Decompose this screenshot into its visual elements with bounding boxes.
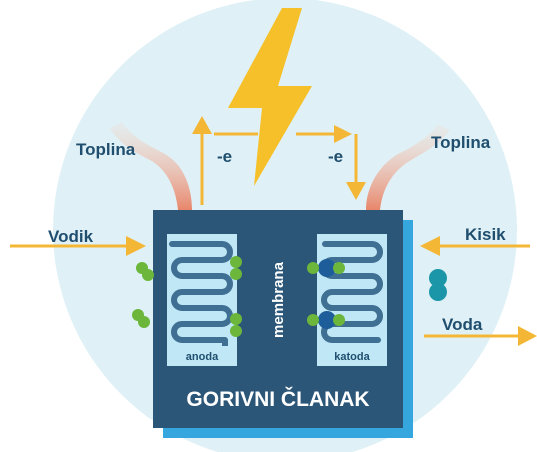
electron-label-left: -e xyxy=(217,147,232,166)
cathode-label: katoda xyxy=(334,351,370,363)
fuel-cell-title: GORIVNI ČLANAK xyxy=(186,387,369,411)
anode-electrode xyxy=(167,234,237,366)
heat-label-right: Toplina xyxy=(431,133,491,152)
electron-arrow-up-left xyxy=(192,116,212,205)
cathode-label-strip xyxy=(317,346,387,366)
hydrogen-arrow xyxy=(10,236,146,256)
anode-label-strip xyxy=(167,346,237,366)
hydrogen-label: Vodik xyxy=(48,227,94,246)
hydrogen-atoms xyxy=(132,256,242,337)
oxygen-atoms xyxy=(307,259,345,329)
anode-label: anoda xyxy=(186,351,219,363)
water-arrow xyxy=(424,326,537,346)
oxygen-arrow xyxy=(420,236,530,256)
oxygen-molecule-outside xyxy=(429,269,447,301)
heat-wisp-left xyxy=(110,122,192,210)
electron-arrow-right xyxy=(214,125,352,143)
electron-label-right: -e xyxy=(328,147,343,166)
water-label: Voda xyxy=(442,315,483,334)
heat-wisp-right xyxy=(366,124,450,210)
oxygen-label: Kisik xyxy=(465,225,506,244)
lightning-bolt-icon xyxy=(228,8,312,186)
heat-label-left: Toplina xyxy=(76,140,136,159)
electron-arrow-down-right xyxy=(346,134,366,200)
membrane-label: membrana xyxy=(270,261,287,338)
